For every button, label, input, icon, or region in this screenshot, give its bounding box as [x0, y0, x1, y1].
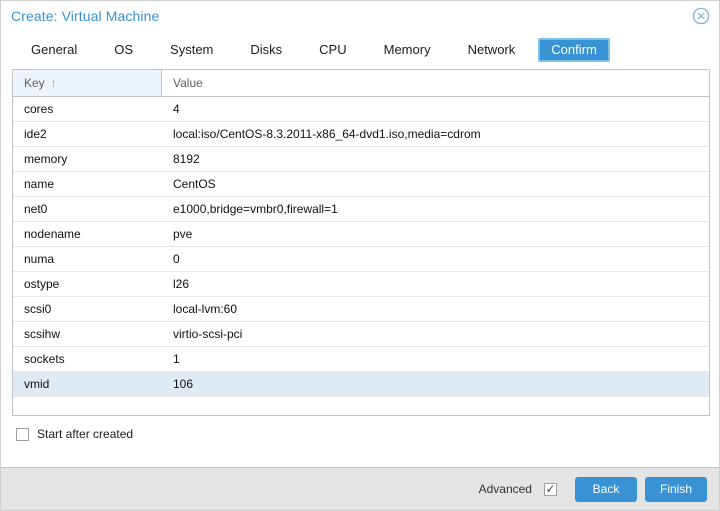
row-value: e1000,bridge=vmbr0,firewall=1 [173, 202, 338, 216]
row-key: scsi0 [24, 302, 52, 316]
tab-confirm[interactable]: Confirm [538, 38, 610, 62]
advanced-label: Advanced [478, 482, 532, 496]
row-key: sockets [24, 352, 65, 366]
table-row[interactable]: memory 8192 [13, 147, 709, 172]
table-body: cores 4 ide2 local:iso/CentOS-8.3.2011-x… [13, 97, 709, 397]
row-value: 1 [173, 352, 180, 366]
row-key: name [24, 177, 55, 191]
row-key: net0 [24, 202, 48, 216]
row-value: 106 [173, 377, 194, 391]
column-header-key[interactable]: Key ↑ [13, 70, 162, 96]
back-button[interactable]: Back [574, 476, 637, 502]
start-after-created-label: Start after created [37, 427, 134, 441]
row-value: local:iso/CentOS-8.3.2011-x86_64-dvd1.is… [173, 127, 481, 141]
table-row[interactable]: scsihw virtio-scsi-pci [13, 322, 709, 347]
dialog-footer: Advanced ✓ Back Finish [1, 467, 719, 510]
close-icon[interactable] [692, 7, 710, 25]
tab-general[interactable]: General [31, 42, 78, 57]
tab-system[interactable]: System [170, 42, 214, 57]
table-row[interactable]: numa 0 [13, 247, 709, 272]
row-value: virtio-scsi-pci [173, 327, 243, 341]
row-value: 8192 [173, 152, 200, 166]
column-header-value-label: Value [173, 76, 203, 90]
row-key: memory [24, 152, 68, 166]
row-key: nodename [24, 227, 81, 241]
table-row[interactable]: ide2 local:iso/CentOS-8.3.2011-x86_64-dv… [13, 122, 709, 147]
table-row[interactable]: nodename pve [13, 222, 709, 247]
confirm-panel: Key ↑ Value cores 4 ide2 local:iso/CentO… [1, 69, 719, 467]
row-value: pve [173, 227, 193, 241]
row-value: 4 [173, 102, 180, 116]
tab-os[interactable]: OS [114, 42, 134, 57]
tab-memory[interactable]: Memory [383, 42, 431, 57]
row-key: cores [24, 102, 54, 116]
table-row[interactable]: net0 e1000,bridge=vmbr0,firewall=1 [13, 197, 709, 222]
table-row[interactable]: vmid 106 [13, 372, 709, 397]
row-key: numa [24, 252, 55, 266]
settings-table: Key ↑ Value cores 4 ide2 local:iso/CentO… [12, 69, 710, 416]
tab-cpu[interactable]: CPU [319, 42, 347, 57]
tab-network[interactable]: Network [467, 42, 516, 57]
advanced-checkbox[interactable]: ✓ [543, 482, 557, 496]
dialog-title: Create: Virtual Machine [11, 8, 160, 24]
row-key: ostype [24, 277, 60, 291]
table-row[interactable]: ostype l26 [13, 272, 709, 297]
table-row[interactable]: name CentOS [13, 172, 709, 197]
table-row[interactable]: sockets 1 [13, 347, 709, 372]
row-key: vmid [24, 377, 50, 391]
wizard-tabs: General OS System Disks CPU Memory Netwo… [1, 31, 719, 69]
dialog-titlebar: Create: Virtual Machine [1, 1, 719, 31]
row-value: CentOS [173, 177, 216, 191]
row-key: scsihw [24, 327, 61, 341]
row-value: 0 [173, 252, 180, 266]
sort-ascending-icon: ↑ [50, 76, 57, 90]
checkmark-icon: ✓ [545, 482, 556, 496]
start-after-created-checkbox[interactable]: ✓ [16, 427, 29, 441]
tab-disks[interactable]: Disks [250, 42, 283, 57]
row-key: ide2 [24, 127, 47, 141]
column-header-value[interactable]: Value [162, 70, 709, 96]
finish-button[interactable]: Finish [644, 476, 707, 502]
table-row[interactable]: cores 4 [13, 97, 709, 122]
start-after-created-row: ✓ Start after created [12, 416, 708, 441]
table-header-row: Key ↑ Value [13, 70, 709, 97]
row-value: local-lvm:60 [173, 302, 238, 316]
column-header-key-label: Key [24, 76, 45, 90]
row-value: l26 [173, 277, 190, 291]
table-row[interactable]: scsi0 local-lvm:60 [13, 297, 709, 322]
